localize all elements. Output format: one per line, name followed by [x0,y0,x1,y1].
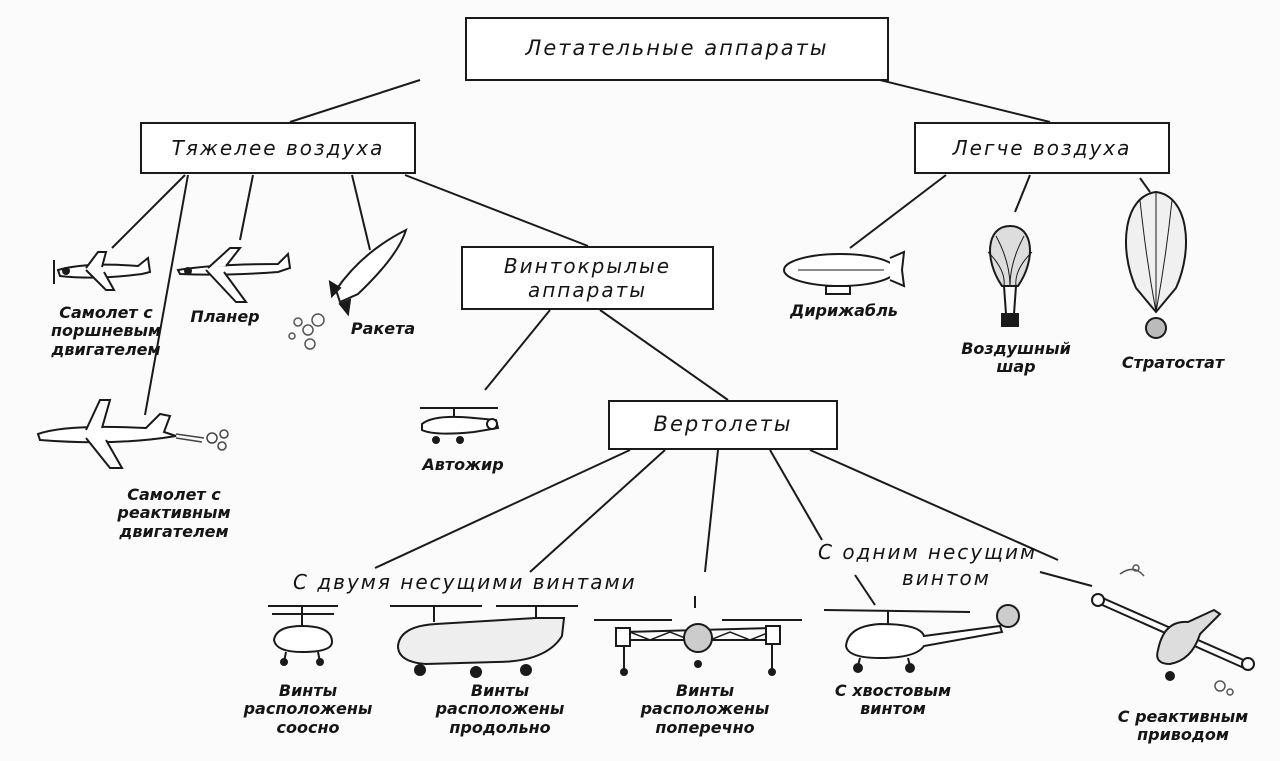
label-piston-plane: Самолет с поршневым двигателем [50,303,162,359]
box-rotorcraft-text: Винтокрылые аппараты [503,254,672,302]
label-tail-rotor: С хвостовым винтом [834,681,952,719]
label-jet-plane: Самолет с реактивным двигателем [117,485,231,541]
rocket-icon [278,226,414,356]
label-transverse: Винты расположены поперечно [640,681,770,737]
glider-icon [174,242,294,308]
transverse-helicopter-icon [590,614,806,678]
box-aircraft-text: Летательные аппараты [525,36,829,61]
label-tandem: Винты расположены продольно [435,681,565,737]
label-airship: Дирижабль [790,301,898,320]
label-autogyro: Автожир [422,455,504,474]
label-balloon: Воздушный шар [961,339,1071,377]
jet-plane-icon [36,394,236,474]
box-helicopters-text: Вертолеты [653,412,793,437]
tail-rotor-helicopter-icon [820,602,1026,674]
box-heavier-than-air: Тяжелее воздуха [140,122,416,174]
group-one-rotor-line2: винтом [902,566,991,590]
balloon-icon [982,222,1038,332]
piston-plane-icon [46,246,156,296]
coaxial-helicopter-icon [262,600,342,670]
box-heavier-text: Тяжелее воздуха [171,136,385,160]
label-stratostat: Стратостат [1121,353,1225,372]
airship-icon [780,248,908,298]
box-helicopters: Вертолеты [608,400,838,450]
label-coaxial: Винты расположены соосно [243,681,373,737]
jet-drive-helicopter-icon [1084,560,1260,700]
label-glider: Планер [190,307,260,326]
label-jet-drive: С реактивным приводом [1117,707,1249,745]
box-aircraft: Летательные аппараты [465,17,889,81]
group-one-rotor-line1: С одним несущим [818,540,1038,564]
label-rocket: Ракета [350,319,416,338]
box-rotorcraft: Винтокрылые аппараты [461,246,714,310]
tandem-helicopter-icon [386,600,582,680]
autogyro-icon [414,402,504,446]
box-lighter-text: Легче воздуха [952,136,1132,160]
stratostat-icon [1116,188,1196,348]
group-two-rotors: С двумя несущими винтами [293,570,637,594]
box-lighter-than-air: Легче воздуха [914,122,1170,174]
